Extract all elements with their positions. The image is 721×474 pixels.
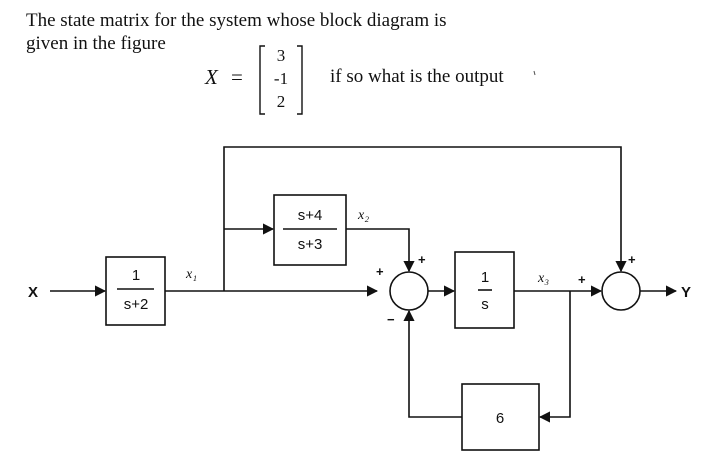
equals-sign: =: [231, 65, 243, 89]
feedback-return: [403, 309, 462, 418]
question-line-2: given in the figure: [26, 33, 166, 54]
sum2-sign-top: +: [628, 252, 636, 267]
block-2-denominator: s+3: [298, 236, 323, 253]
sum1-sign-top: +: [418, 252, 426, 267]
block-3-denominator: s: [481, 296, 489, 313]
input-label: X: [28, 284, 38, 301]
block-1-denominator: s+2: [124, 296, 149, 313]
sum2-sign-left: +: [578, 272, 586, 287]
stray-mark: [533, 70, 536, 76]
summing-junction-2: [601, 271, 641, 311]
signal-x2-label: x₂: [357, 208, 369, 223]
matrix-entry-1: 3: [276, 46, 286, 65]
block-1-numerator: 1: [132, 267, 140, 284]
matrix-entry-2: -1: [273, 69, 289, 88]
output-label: Y: [681, 284, 691, 301]
summing-junction-1: [389, 271, 429, 311]
matrix-entry-3: 2: [276, 92, 286, 111]
block-3-numerator: 1: [481, 269, 489, 286]
signal-x1-label: x₁: [185, 267, 197, 282]
top-path: [223, 146, 627, 291]
feedback-gain-label: 6: [496, 410, 504, 427]
sum1-sign-bottom: −: [387, 312, 395, 327]
block-2-numerator: s+4: [298, 207, 323, 224]
signal-x3-label: x₃: [537, 271, 549, 286]
x2-line: [346, 228, 415, 273]
feedback-down: [538, 291, 571, 423]
matrix-symbol: X: [205, 65, 218, 89]
sum1-sign-left: +: [376, 264, 384, 279]
block-2: [273, 194, 347, 266]
block-3: [454, 251, 515, 329]
matrix-brackets: [259, 45, 303, 115]
question-tail: if so what is the output: [330, 66, 504, 87]
question-line-1: The state matrix for the system whose bl…: [26, 10, 447, 31]
